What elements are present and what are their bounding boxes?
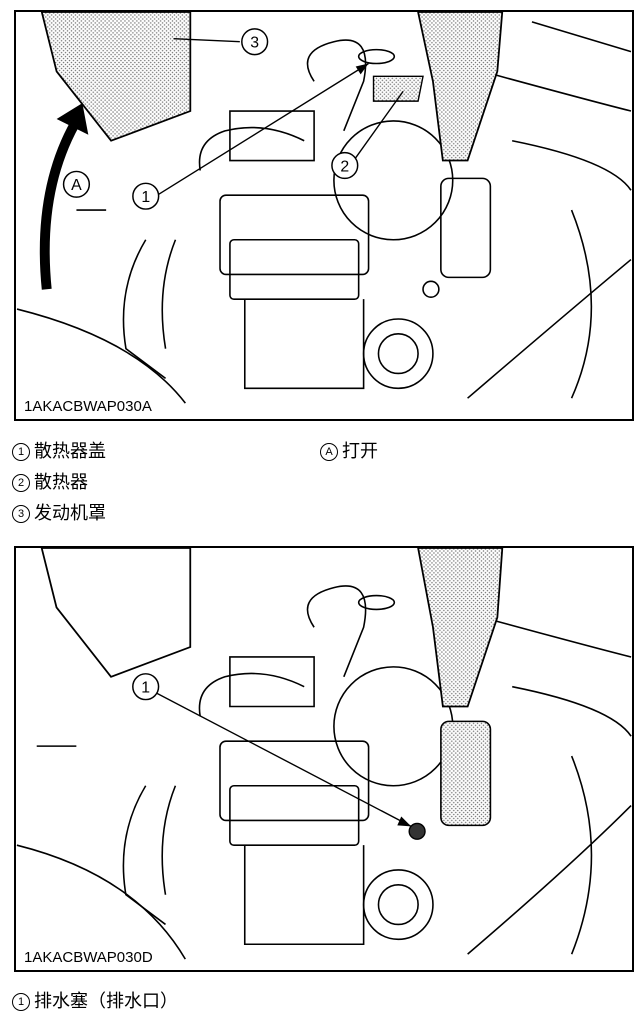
legend-mark: 3 <box>12 505 30 523</box>
illustration-drain-plug: 1 1AKACBWAP030D <box>14 546 634 972</box>
illustration-radiator-cap: 3 1 2 A 1AKACBWAP030A <box>14 10 634 421</box>
figure-code-2: 1AKACBWAP030D <box>22 949 155 966</box>
legend-label: 散热器盖 <box>34 441 106 462</box>
legend-label: 发动机罩 <box>34 503 106 524</box>
legend-label: 散热器 <box>34 472 88 493</box>
callout-1: 1 <box>141 680 150 697</box>
legend-label: 打开 <box>342 441 378 462</box>
callout-2: 2 <box>340 158 349 175</box>
engine-drawing-1: 3 1 2 A <box>16 12 632 404</box>
legend-mark: 1 <box>12 443 30 461</box>
legend-mark: 1 <box>12 993 30 1011</box>
callout-a: A <box>71 177 82 194</box>
legend-mark: A <box>320 443 338 461</box>
callout-1: 1 <box>141 189 150 206</box>
callout-3: 3 <box>250 35 259 52</box>
figure-code-1: 1AKACBWAP030A <box>22 398 154 415</box>
engine-drawing-2: 1 <box>16 548 632 960</box>
legend-label: 排水塞（排水口） <box>34 991 178 1012</box>
legend-mark: 2 <box>12 474 30 492</box>
